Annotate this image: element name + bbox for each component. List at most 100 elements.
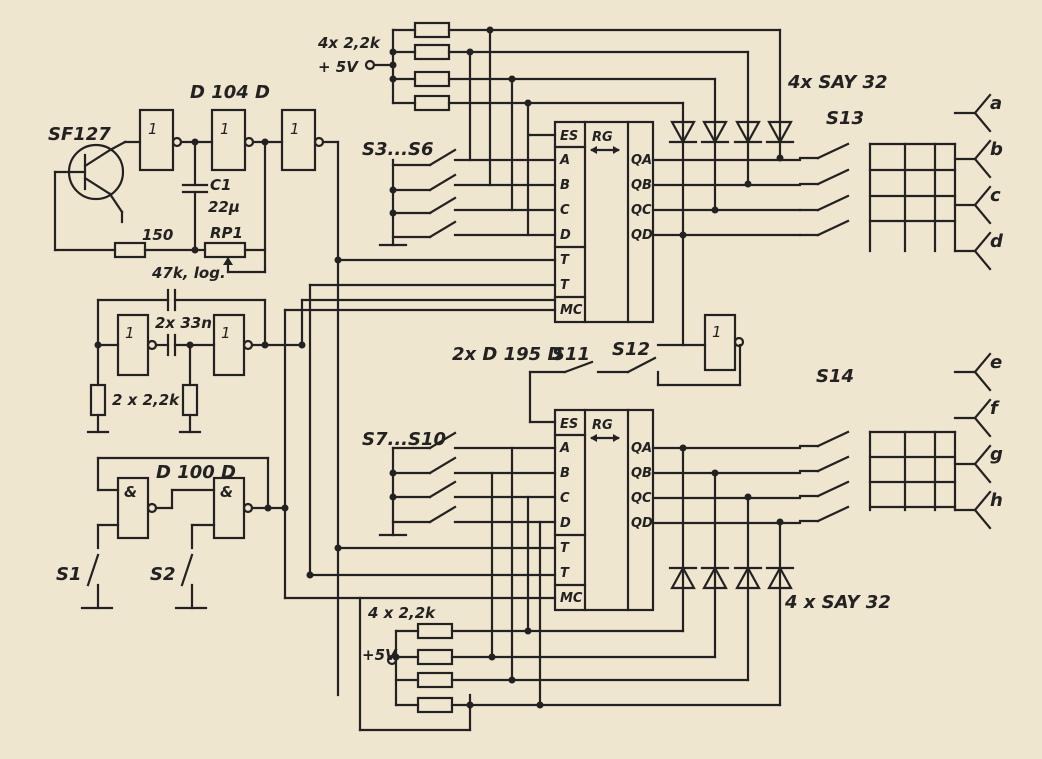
- diodes-bot-label: 4 x SAY 32: [784, 592, 891, 613]
- ic-pin-label: C: [560, 491, 570, 506]
- junction-dot: [306, 571, 314, 579]
- junction-dot: [261, 138, 269, 146]
- junction-dot: [191, 246, 199, 254]
- junction-dot: [486, 26, 494, 34]
- switch-group2-label: S7...S10: [362, 429, 446, 450]
- gate-ic-label: D 104 D: [190, 82, 270, 103]
- res-bot-label: 4 x 2,2k: [367, 604, 436, 622]
- diodes-top-label: 4x SAY 32: [787, 72, 888, 93]
- upper-input-wiring: [308, 28, 557, 577]
- ic-pin-label: B: [560, 466, 570, 481]
- ic-pin-label: QC: [631, 491, 652, 506]
- inverter-chain: [138, 108, 340, 697]
- res-150-label: 150: [142, 226, 173, 244]
- ic-pin-label: D: [560, 228, 571, 243]
- ic-pin-label: A: [559, 153, 570, 168]
- ic-pin-label: T: [560, 566, 570, 581]
- pot-label: RP1: [210, 224, 243, 242]
- junction-dot: [389, 75, 397, 83]
- cap-c1-label: C1: [210, 176, 231, 194]
- ic-pin-label: QB: [631, 466, 652, 481]
- lower-diodes: [668, 446, 795, 707]
- junction-dot: [94, 341, 102, 349]
- s13-label: S13: [826, 108, 864, 129]
- junction-dot: [711, 469, 719, 477]
- transistor-sf127: [53, 140, 197, 259]
- junction-dot: [389, 493, 397, 501]
- ic-pin-label: B: [560, 178, 570, 193]
- transistor-label: SF127: [48, 124, 111, 145]
- lower-input-wiring: [308, 133, 745, 707]
- shift-register-upper: [553, 120, 655, 324]
- junction-dot: [334, 544, 342, 552]
- junction-dot: [776, 518, 784, 526]
- junction-dot: [711, 206, 719, 214]
- gate-symbol: 1: [148, 120, 158, 138]
- ic-pin-label: QD: [631, 228, 653, 243]
- junction-dot: [776, 154, 784, 162]
- switch-s1-label: S1: [56, 564, 82, 585]
- res-pair-label: 2 x 2,2k: [112, 391, 180, 409]
- junction-dot: [389, 61, 397, 69]
- junction-dot: [298, 341, 306, 349]
- junction-dot: [536, 701, 544, 709]
- junction-dot: [389, 469, 397, 477]
- ic-pin-label: QD: [631, 516, 653, 531]
- output-terminal-label: g: [990, 444, 1003, 465]
- cap-c1-value: 22µ: [208, 198, 240, 216]
- junction-dot: [508, 75, 516, 83]
- ic-rg-label: RG: [592, 418, 613, 433]
- junction-dot: [679, 231, 687, 239]
- ic-pin-label: QA: [631, 153, 652, 168]
- junction-dot: [389, 186, 397, 194]
- junction-dot: [488, 653, 496, 661]
- nand-ic-label: D 100 D: [156, 462, 236, 483]
- gate-symbol: 1: [125, 324, 135, 342]
- junction-dot: [186, 341, 194, 349]
- junction-dot: [679, 444, 687, 452]
- junction-dot: [281, 504, 289, 512]
- pot-value: 47k, log.: [151, 264, 226, 282]
- s12-label: S12: [612, 339, 650, 360]
- output-terminal-label: f: [990, 398, 1000, 419]
- output-terminal-label: h: [990, 490, 1003, 511]
- ic-pin-label: ES: [560, 129, 578, 144]
- upper-diodes: [668, 28, 795, 237]
- ic-pin-label: T: [560, 253, 570, 268]
- output-terminal-label: c: [990, 185, 1001, 206]
- and-symbol: &: [124, 483, 137, 501]
- ic-rg-label: RG: [592, 130, 613, 145]
- ic-pin-label: D: [560, 516, 571, 531]
- junction-dot: [389, 48, 397, 56]
- junction-dot: [261, 341, 269, 349]
- junction-dot: [524, 99, 532, 107]
- switch-s2-label: S2: [150, 564, 176, 585]
- ic-pin-label: QC: [631, 203, 652, 218]
- gate-symbol: 1: [221, 324, 231, 342]
- vcc-top-label: + 5V: [318, 58, 359, 76]
- shift-ic-label: 2x D 195 D: [452, 344, 562, 365]
- lower-resistors: [358, 596, 782, 732]
- s14-label: S14: [816, 366, 854, 387]
- cap-pair-label: 2x 33n: [155, 314, 212, 332]
- switch-group1-label: S3...S6: [362, 139, 434, 160]
- junction-dot: [334, 256, 342, 264]
- junction-dot: [508, 676, 516, 684]
- res-top-label: 4x 2,2k: [317, 34, 381, 52]
- ic-pin-label: T: [560, 541, 570, 556]
- output-terminal-label: d: [990, 231, 1004, 252]
- junction-dot: [191, 138, 199, 146]
- gate-symbol: 1: [290, 120, 300, 138]
- oscillator: [86, 288, 557, 434]
- output-terminal-label: b: [990, 139, 1003, 160]
- junction-dot: [466, 48, 474, 56]
- upper-resistors: [364, 21, 782, 112]
- ic-pin-label: C: [560, 203, 570, 218]
- and-symbol: &: [220, 483, 233, 501]
- junction-dot: [264, 504, 272, 512]
- junction-dot: [392, 653, 400, 661]
